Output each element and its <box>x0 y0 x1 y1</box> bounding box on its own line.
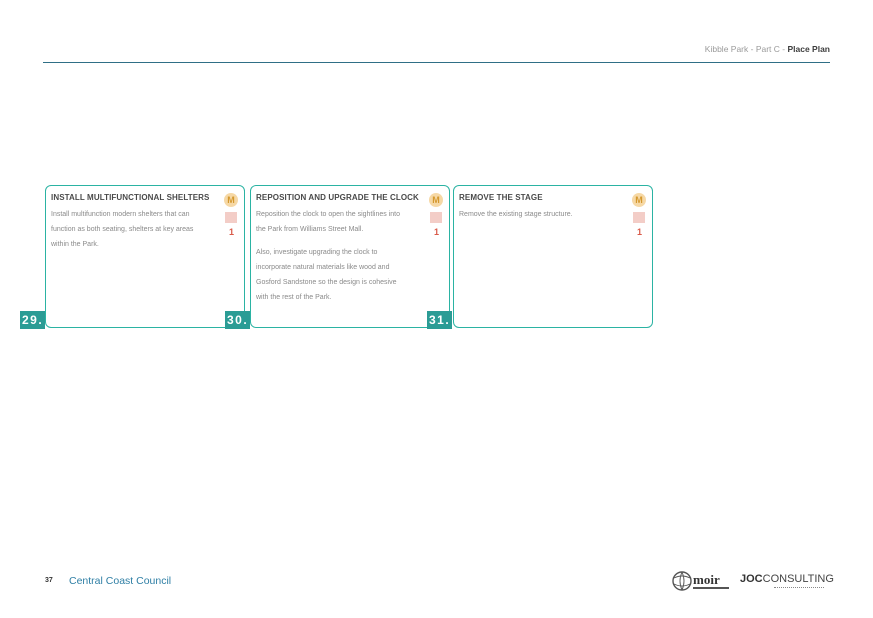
card-body: Install multifunction modern shelters th… <box>51 207 201 260</box>
action-card-shelters: Install multifunctional shelters Install… <box>45 185 245 328</box>
priority-number: 1 <box>228 227 234 237</box>
joc-logo-rest: CONSULTING <box>762 573 834 585</box>
moir-logo: moir <box>672 569 732 593</box>
card-title: Remove the stage <box>459 193 543 202</box>
medium-term-badge: M <box>224 193 238 207</box>
joc-logo-bold: JOC <box>740 573 763 585</box>
priority-box-icon <box>225 212 237 223</box>
card-paragraph: Also, investigate upgrading the clock to… <box>256 249 397 301</box>
card-paragraph: Reposition the clock to open the sightli… <box>256 211 400 233</box>
card-title: Install multifunctional shelters <box>51 193 210 202</box>
item-number-30: 30. <box>225 311 251 329</box>
joc-logo-tagline-line <box>774 587 824 590</box>
priority-box-icon <box>430 212 442 223</box>
page-number: 37 <box>45 577 53 584</box>
medium-term-badge: M <box>632 193 646 207</box>
moir-globe-icon: moir <box>672 571 729 591</box>
card-paragraph: Install multifunction modern shelters th… <box>51 211 194 248</box>
action-card-clock: Reposition and upgrade the clock Reposit… <box>250 185 450 328</box>
header-title-strong: Place Plan <box>787 44 830 54</box>
priority-number: 1 <box>433 227 439 237</box>
joc-consulting-logo: JOCCONSULTING <box>740 571 834 593</box>
moir-logo-text: moir <box>693 572 720 587</box>
medium-term-badge: M <box>429 193 443 207</box>
priority-box-icon <box>633 212 645 223</box>
card-paragraph: Remove the existing stage structure. <box>459 211 573 218</box>
card-body: Remove the existing stage structure. <box>459 207 609 230</box>
item-number-29: 29. <box>20 311 46 329</box>
priority-number: 1 <box>636 227 642 237</box>
council-name: Central Coast Council <box>69 575 172 587</box>
joc-logo-text: JOCCONSULTING <box>740 573 834 585</box>
card-body: Reposition the clock to open the sightli… <box>256 207 406 313</box>
action-card-stage: Remove the stage Remove the existing sta… <box>453 185 653 328</box>
header-divider <box>43 62 830 63</box>
card-title: Reposition and upgrade the clock <box>256 193 419 202</box>
page-header-title: Kibble Park - Part C - Place Plan <box>705 44 830 54</box>
header-title-prefix: Kibble Park - Part C - <box>704 44 788 54</box>
item-number-31: 31. <box>427 311 453 329</box>
